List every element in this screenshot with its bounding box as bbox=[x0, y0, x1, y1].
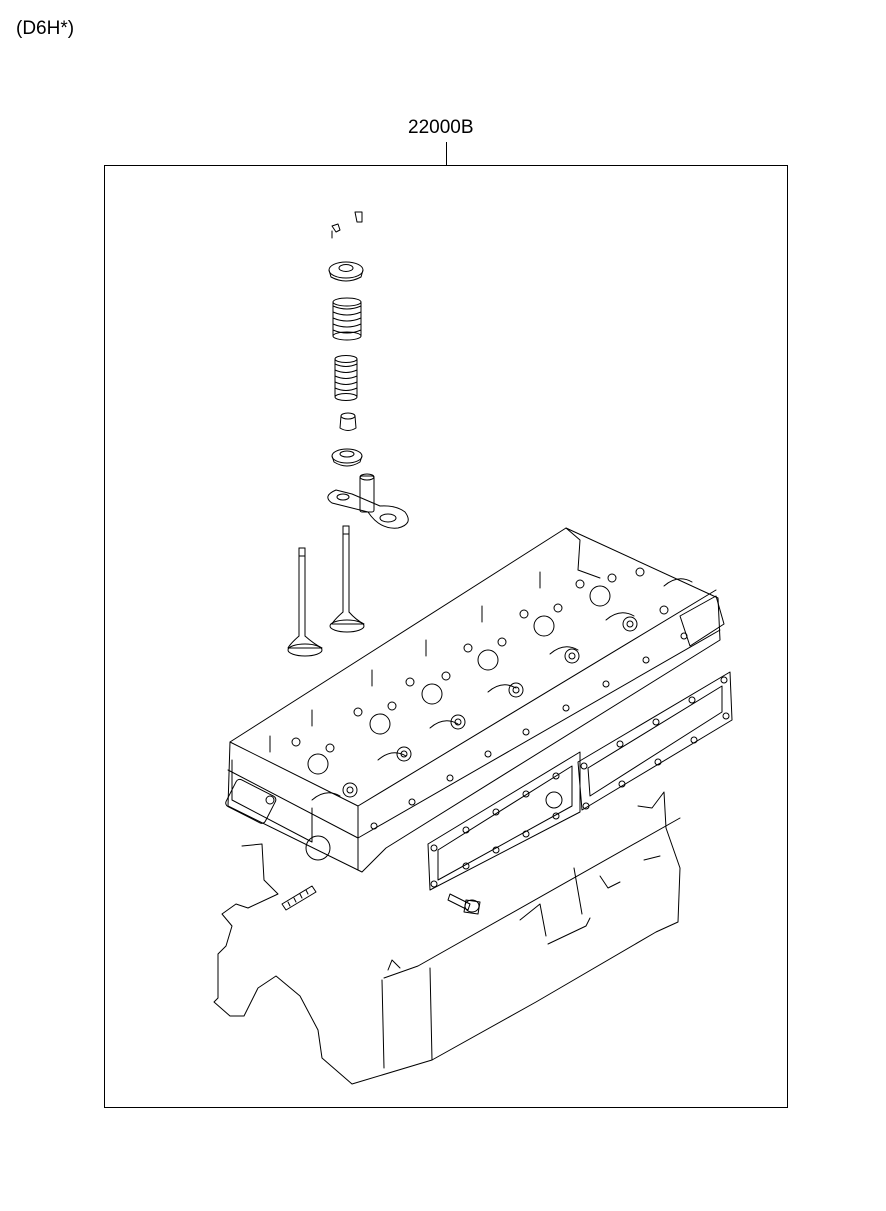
intake-valve-icon[interactable] bbox=[288, 548, 322, 656]
stud-bolt-icon[interactable] bbox=[282, 886, 316, 910]
spring-seat-icon[interactable] bbox=[332, 449, 362, 466]
valve-stem-seal-icon[interactable] bbox=[340, 413, 356, 431]
exhaust-valve-icon[interactable] bbox=[330, 526, 364, 632]
engine-code-label: (D6H*) bbox=[16, 18, 75, 39]
part-number-leader-line bbox=[446, 142, 447, 165]
valve-guide-bridge-icon[interactable] bbox=[328, 474, 408, 528]
valve-keepers-icon[interactable] bbox=[332, 212, 362, 238]
head-bolt-icon[interactable] bbox=[448, 894, 480, 914]
cylinder-head-icon[interactable] bbox=[224, 528, 724, 872]
assembly-frame bbox=[104, 165, 788, 1108]
head-gasket-icon[interactable] bbox=[428, 672, 732, 890]
engine-block-icon bbox=[214, 792, 680, 1084]
inner-valve-spring-icon[interactable] bbox=[335, 356, 357, 401]
spring-retainer-icon[interactable] bbox=[329, 262, 363, 281]
outer-valve-spring-icon[interactable] bbox=[333, 298, 361, 340]
part-number-label[interactable]: 22000B bbox=[408, 117, 474, 138]
